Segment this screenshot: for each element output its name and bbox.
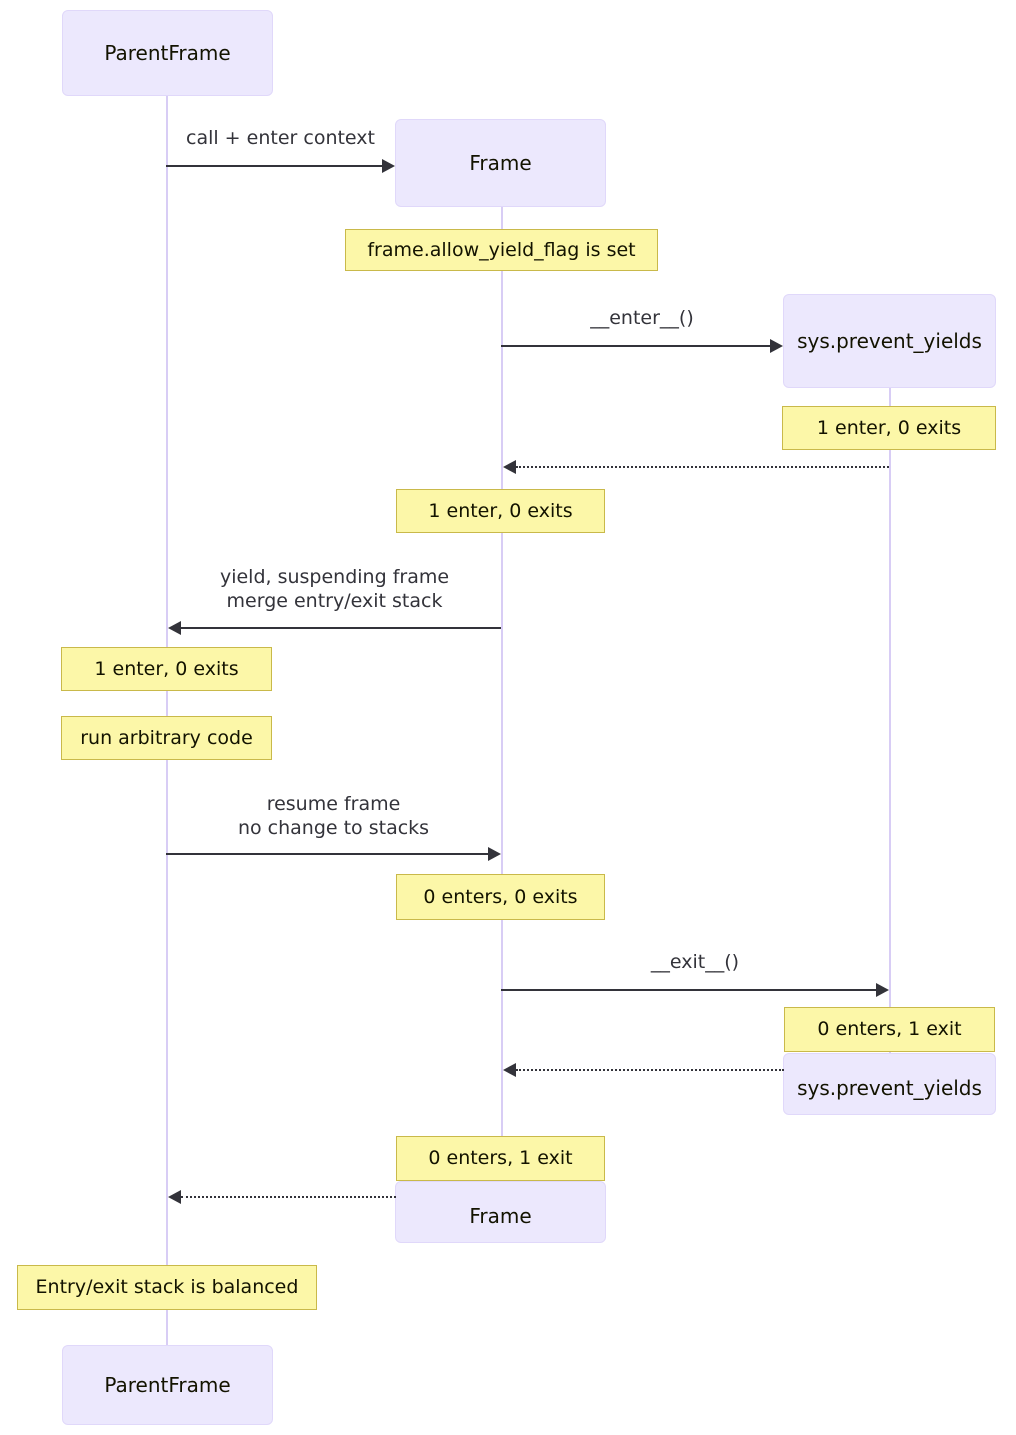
- note-frame-zero-counts: 0 enters, 0 exits: [396, 874, 605, 920]
- actor-label: Frame: [469, 151, 532, 175]
- note-text: run arbitrary code: [80, 726, 253, 749]
- message-label-enter: __enter__(): [590, 307, 694, 329]
- message-arrow-sys-exit-return: [516, 1069, 784, 1071]
- note-text: 0 enters, 1 exit: [817, 1018, 962, 1041]
- message-label-exit: __exit__(): [650, 951, 740, 973]
- actor-label: ParentFrame: [104, 41, 231, 65]
- note-frame-enter-count: 1 enter, 0 exits: [396, 489, 605, 533]
- arrowhead-right-icon: [770, 339, 783, 353]
- note-run-arbitrary-code: run arbitrary code: [61, 716, 272, 760]
- note-parent-enter-count: 1 enter, 0 exits: [61, 647, 272, 691]
- arrowhead-right-icon: [382, 159, 395, 173]
- note-text: 1 enter, 0 exits: [428, 499, 573, 522]
- message-arrow-exit: [501, 989, 876, 991]
- note-text: 1 enter, 0 exits: [94, 657, 239, 680]
- actor-parentframe-top[interactable]: ParentFrame: [62, 10, 273, 96]
- actor-sys-prevent-yields-top[interactable]: sys.prevent_yields: [783, 294, 996, 388]
- message-arrow-frame-return: [181, 1196, 396, 1198]
- arrowhead-left-icon: [168, 621, 181, 635]
- note-allow-yield-flag: frame.allow_yield_flag is set: [345, 229, 658, 271]
- lifeline-frame: [501, 207, 503, 1181]
- note-sys-exit-count: 0 enters, 1 exit: [784, 1007, 995, 1052]
- actor-sys-prevent-yields-bottom[interactable]: sys.prevent_yields: [783, 1053, 996, 1115]
- arrowhead-right-icon: [488, 847, 501, 861]
- arrowhead-left-icon: [503, 460, 516, 474]
- message-arrow-call-enter-context: [166, 165, 382, 167]
- arrowhead-right-icon: [876, 983, 889, 997]
- message-label-resume-frame: resume frame no change to stacks: [237, 793, 430, 839]
- actor-parentframe-bottom[interactable]: ParentFrame: [62, 1345, 273, 1425]
- message-label-yield-suspend: yield, suspending frame merge entry/exit…: [219, 566, 450, 612]
- arrowhead-left-icon: [168, 1190, 181, 1204]
- message-arrow-yield-suspend: [181, 627, 501, 629]
- note-text: 1 enter, 0 exits: [816, 416, 962, 439]
- note-text: frame.allow_yield_flag is set: [367, 238, 636, 261]
- arrowhead-left-icon: [503, 1063, 516, 1077]
- actor-label: Frame: [469, 1204, 532, 1228]
- actor-label: ParentFrame: [104, 1373, 231, 1397]
- message-arrow-enter: [501, 345, 770, 347]
- note-text: Entry/exit stack is balanced: [35, 1276, 299, 1299]
- note-text: 0 enters, 1 exit: [428, 1147, 573, 1170]
- actor-frame-top[interactable]: Frame: [395, 119, 606, 207]
- actor-frame-bottom[interactable]: Frame: [395, 1181, 606, 1243]
- actor-label: sys.prevent_yields: [797, 329, 982, 353]
- message-label-call-enter-context: call + enter context: [186, 127, 375, 149]
- message-arrow-resume-frame: [166, 853, 488, 855]
- note-text: 0 enters, 0 exits: [423, 885, 578, 908]
- actor-label: sys.prevent_yields: [797, 1076, 982, 1100]
- message-arrow-sys-return: [516, 466, 889, 468]
- note-frame-exit-count: 0 enters, 1 exit: [396, 1136, 605, 1181]
- lifeline-sys-prevent-yields: [889, 388, 891, 1053]
- note-stack-balanced: Entry/exit stack is balanced: [17, 1265, 317, 1310]
- note-sys-enter-count: 1 enter, 0 exits: [782, 406, 996, 450]
